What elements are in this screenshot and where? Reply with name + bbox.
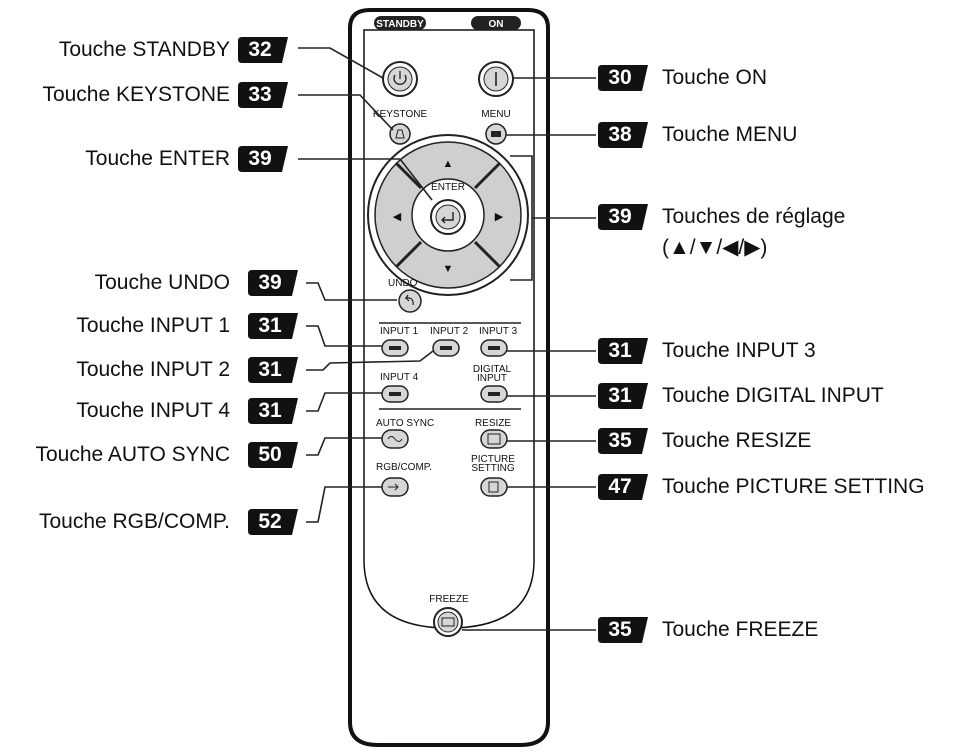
callout-right-page-0: 30	[608, 66, 632, 89]
picture-setting-button[interactable]	[480, 477, 508, 497]
freeze-label: FREEZE	[429, 594, 469, 605]
callout-left-badge-5: 31	[248, 357, 298, 383]
callout-right-page-5: 35	[608, 429, 632, 452]
leader-lines	[298, 47, 596, 631]
callout-right-badge-7: 35	[598, 617, 648, 643]
on-button[interactable]	[478, 61, 514, 97]
callout-left-label-2: Touche ENTER	[85, 147, 230, 170]
callout-right-badge-5: 35	[598, 428, 648, 454]
input3-label: INPUT 3	[479, 326, 518, 337]
callout-right-label-5: Touche RESIZE	[662, 429, 812, 452]
picture-label-line2: SETTING	[471, 463, 515, 474]
input2-label: INPUT 2	[430, 326, 469, 337]
rgb-comp-label: RGB/COMP.	[376, 462, 432, 473]
callout-left-page-4: 31	[258, 314, 282, 337]
menu-button[interactable]	[485, 123, 507, 145]
callout-left-page-1: 33	[248, 83, 272, 106]
dpad-left-arrow: ◀	[393, 211, 402, 223]
auto-sync-button[interactable]	[381, 429, 409, 449]
standby-button[interactable]	[382, 61, 418, 97]
callout-right-label-2-line2: (▲/▼/◀/▶)	[662, 236, 768, 259]
auto-sync-label: AUTO SYNC	[376, 418, 434, 429]
callout-right-page-4: 31	[608, 384, 632, 407]
picture-label-line1: PICTURE	[471, 454, 515, 465]
digital-input-button[interactable]	[480, 385, 508, 403]
callout-left-page-6: 31	[258, 399, 282, 422]
callout-right-page-3: 31	[608, 339, 632, 362]
callout-right-label-7: Touche FREEZE	[662, 618, 819, 641]
callout-left-label-3: Touche UNDO	[94, 271, 230, 294]
callout-left-label-7: Touche AUTO SYNC	[35, 443, 230, 466]
callout-right-label-3: Touche INPUT 3	[662, 339, 816, 362]
callout-left-badge-0: 32	[238, 37, 288, 63]
callout-left-page-5: 31	[258, 358, 282, 381]
callout-left-page-8: 52	[258, 510, 282, 533]
digital-label-line2: INPUT	[477, 373, 507, 384]
freeze-button[interactable]	[433, 607, 463, 637]
keystone-button[interactable]	[389, 123, 411, 145]
callout-left-label-6: Touche INPUT 4	[76, 399, 230, 422]
callout-left-badge-8: 52	[248, 509, 298, 535]
callout-right-badge-0: 30	[598, 65, 648, 91]
undo-label: UNDO	[388, 278, 418, 289]
callout-right-page-1: 38	[608, 123, 632, 146]
callout-left-badge-1: 33	[238, 82, 288, 108]
callout-right-page-2: 39	[608, 205, 632, 228]
on-pill-text: ON	[489, 19, 504, 30]
callout-right-page-6: 47	[608, 475, 632, 498]
callout-right-badge-4: 31	[598, 383, 648, 409]
on-pill	[471, 16, 521, 30]
callout-left-label-4: Touche INPUT 1	[76, 314, 230, 337]
dpad-up-arrow: ▲	[443, 158, 454, 170]
keystone-label: KEYSTONE	[373, 109, 428, 120]
callout-right-badge-3: 31	[598, 338, 648, 364]
callout-right-badge-1: 38	[598, 122, 648, 148]
callout-left-page-7: 50	[258, 443, 282, 466]
callout-left-page-3: 39	[258, 271, 282, 294]
callout-left-badge-7: 50	[248, 442, 298, 468]
callout-left-label-0: Touche STANDBY	[58, 38, 230, 61]
callout-left-page-0: 32	[248, 38, 272, 61]
input1-label: INPUT 1	[380, 326, 419, 337]
callout-right-badge-6: 47	[598, 474, 648, 500]
callout-right-label-6: Touche PICTURE SETTING	[662, 475, 925, 498]
input1-button[interactable]	[381, 339, 409, 357]
callout-right-label-4: Touche DIGITAL INPUT	[662, 384, 884, 407]
callout-left-label-8: Touche RGB/COMP.	[38, 510, 230, 533]
menu-label: MENU	[481, 109, 510, 120]
digital-label-line1: DIGITAL	[473, 364, 512, 375]
resize-label: RESIZE	[475, 418, 511, 429]
dpad-right-arrow: ▶	[495, 211, 504, 223]
callout-right-label-1: Touche MENU	[662, 123, 798, 146]
callout-left-page-2: 39	[248, 147, 272, 170]
enter-button[interactable]	[430, 199, 466, 235]
input4-label: INPUT 4	[380, 372, 419, 383]
callout-left-badge-6: 31	[248, 398, 298, 424]
callout-right-badge-2: 39	[598, 204, 648, 230]
callout-left-label-5: Touche INPUT 2	[76, 358, 230, 381]
resize-button[interactable]	[480, 429, 508, 449]
callout-right-label-2: Touches de réglage	[662, 205, 846, 228]
standby-pill-text: STANDBY	[376, 19, 424, 30]
enter-label: ENTER	[431, 182, 465, 193]
callout-left-badge-4: 31	[248, 313, 298, 339]
standby-pill	[374, 16, 426, 30]
dpad-down-arrow: ▼	[443, 263, 454, 275]
callout-right-page-7: 35	[608, 618, 632, 641]
input4-button[interactable]	[381, 385, 409, 403]
callout-left-label-1: Touche KEYSTONE	[42, 83, 230, 106]
callout-left-badge-2: 39	[238, 146, 288, 172]
input2-button[interactable]	[432, 339, 460, 357]
callout-left-badge-3: 39	[248, 270, 298, 296]
input3-button[interactable]	[480, 339, 508, 357]
rgb-comp-button[interactable]	[381, 477, 409, 497]
undo-button[interactable]	[398, 289, 422, 313]
callout-right-label-0: Touche ON	[662, 66, 768, 89]
